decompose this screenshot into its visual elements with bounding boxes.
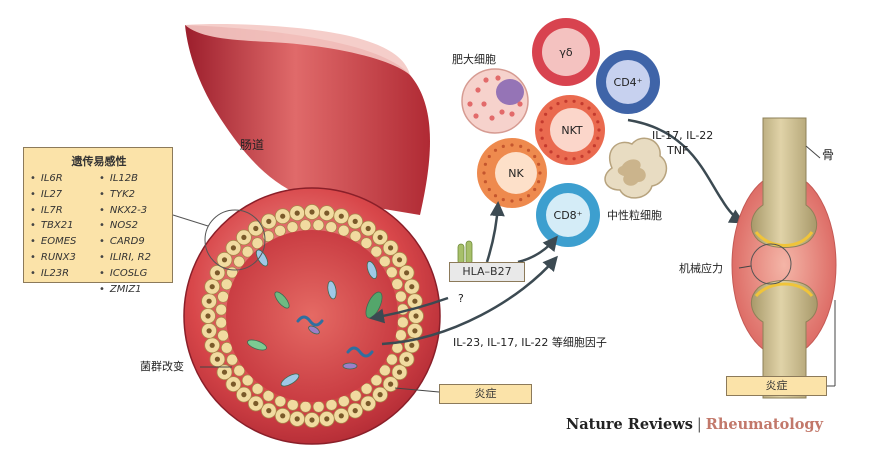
gut-cross-section	[183, 187, 441, 445]
arrow-hla-to-cd8	[517, 235, 558, 264]
gut-cytokines-label: IL-23, IL-17, IL-22 等细胞因子	[453, 336, 607, 349]
gene-item: IL27	[30, 187, 76, 203]
arrow-hla-to-nk	[485, 201, 505, 263]
hla-b27-receptor	[457, 240, 473, 265]
hla-b27-label: HLA–B27	[449, 262, 525, 282]
gene-item: NKX2-3	[99, 203, 151, 219]
lower-cartilage	[754, 282, 814, 298]
neutrophil-cell	[604, 137, 668, 199]
credit-separator: |	[696, 417, 702, 433]
genetics-callout-circle	[204, 209, 266, 271]
journal-credit: Nature Reviews|Rheumatology	[566, 416, 823, 433]
joint-cytokines-line1: IL-17, IL-22	[652, 129, 714, 142]
gene-item: EOMES	[30, 234, 76, 250]
upper-bone	[750, 117, 818, 248]
genetic-susceptibility-title: 遗传易感性	[71, 155, 127, 168]
nkt-label: NKT	[561, 124, 583, 137]
mast-cell-label: 肥大细胞	[452, 53, 496, 66]
cd4-cell: CD4⁺	[596, 50, 660, 114]
gene-item: RUNX3	[30, 250, 76, 266]
arrow-question-to-gut	[369, 296, 449, 324]
intestine-tube	[185, 25, 430, 215]
gene-item: TBX21	[30, 218, 76, 234]
gene-item: IL6R	[30, 171, 76, 187]
neutrophil-label: 中性粒细胞	[607, 209, 662, 222]
gene-list-left: IL6RIL27IL7RTBX21EOMESRUNX3IL23R	[30, 171, 76, 282]
gene-item: ILIRI, R2	[99, 250, 151, 266]
joint-cytokines-line2: TNF	[667, 144, 689, 157]
gut-inflammation-label: 炎症	[439, 384, 532, 404]
gene-list-right: IL12BTYK2NKX2-3NOS2CARD9ILIRI, R2ICOSLGZ…	[99, 171, 151, 297]
gene-item: TYK2	[99, 187, 151, 203]
mast-cell	[461, 68, 529, 134]
bone-leader	[805, 145, 821, 159]
gene-item: ICOSLG	[99, 266, 151, 282]
cd4-label: CD4⁺	[614, 76, 643, 89]
joint-inflammation-label: 炎症	[726, 376, 827, 396]
mechanical-stress-leader	[738, 265, 752, 269]
mechanical-stress-callout	[750, 243, 792, 285]
arrow-cytokines-to-cells	[381, 255, 558, 346]
gamma-delta-cell: γδ	[532, 18, 600, 86]
question-mark: ?	[458, 292, 464, 305]
intestine-tube-top	[185, 24, 410, 75]
bone-label: 骨	[822, 148, 835, 162]
nk-cell: NK	[477, 138, 547, 208]
joint	[731, 117, 837, 399]
gene-item: ZMIZ1	[99, 282, 151, 298]
gene-item: NOS2	[99, 218, 151, 234]
credit-topic: Rheumatology	[705, 416, 823, 433]
gamma-delta-label: γδ	[559, 46, 573, 59]
gene-item: IL23R	[30, 266, 76, 282]
nkt-cell: NKT	[535, 95, 605, 165]
genetic-susceptibility-box: 遗传易感性 IL6RIL27IL7RTBX21EOMESRUNX3IL23R I…	[23, 147, 173, 295]
upper-cartilage	[754, 231, 814, 247]
arrow-cells-to-joint	[627, 118, 745, 224]
mechanical-stress-label: 机械应力	[679, 262, 723, 275]
gut-bacteria	[247, 249, 383, 387]
cd8-label: CD8⁺	[554, 209, 583, 222]
gut-inflammation-leader	[394, 387, 440, 393]
genetics-callout-line	[172, 214, 209, 227]
intestine-label: 肠道	[240, 138, 265, 152]
lower-bone	[750, 280, 818, 399]
gene-item: IL12B	[99, 171, 151, 187]
gene-item: IL7R	[30, 203, 76, 219]
microbiome-change-label: 菌群改变	[140, 360, 184, 373]
nk-label: NK	[508, 167, 524, 180]
gene-item: CARD9	[99, 234, 151, 250]
intestinal-villi	[200, 204, 424, 428]
cd8-cell: CD8⁺	[536, 183, 600, 247]
credit-journal: Nature Reviews	[566, 416, 693, 433]
